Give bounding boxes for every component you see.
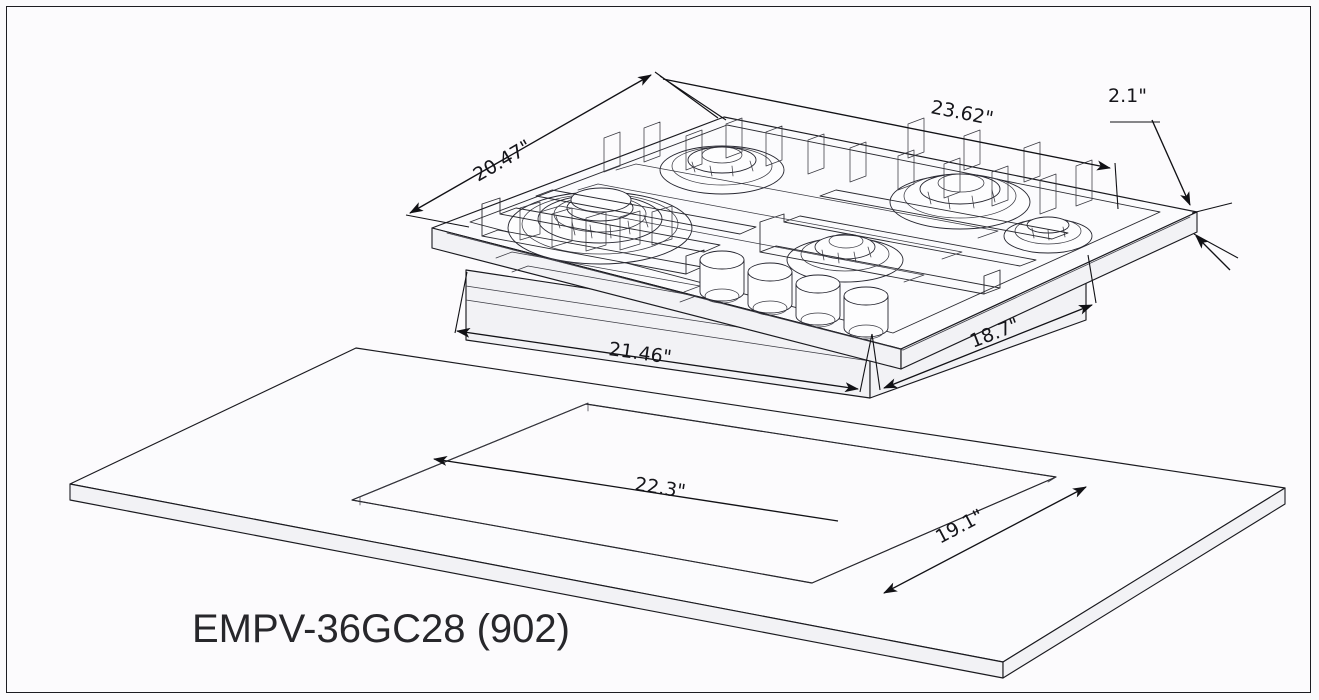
dimension-cutout-width: 22.3" (433, 456, 839, 522)
knob-1 (699, 250, 745, 304)
dimension-label-depth-top: 20.47" (470, 136, 536, 187)
burner-right (1003, 216, 1093, 254)
model-number-label: EMPV-36GC28 (902) (192, 607, 570, 651)
dimension-body-height: 2.1" (1108, 85, 1239, 271)
dimension-label-body-height: 2.1" (1108, 85, 1147, 107)
countertop-cutout (351, 402, 1057, 584)
dimension-label-cutout-width: 22.3" (633, 473, 687, 503)
knob-2 (747, 262, 793, 316)
control-knobs (699, 250, 889, 340)
knob-3 (795, 274, 841, 328)
burner-back-left (659, 145, 785, 195)
knob-4 (843, 286, 889, 340)
gas-cooktop-assembly (431, 116, 1198, 399)
dimension-label-width-top: 23.62" (929, 96, 995, 130)
